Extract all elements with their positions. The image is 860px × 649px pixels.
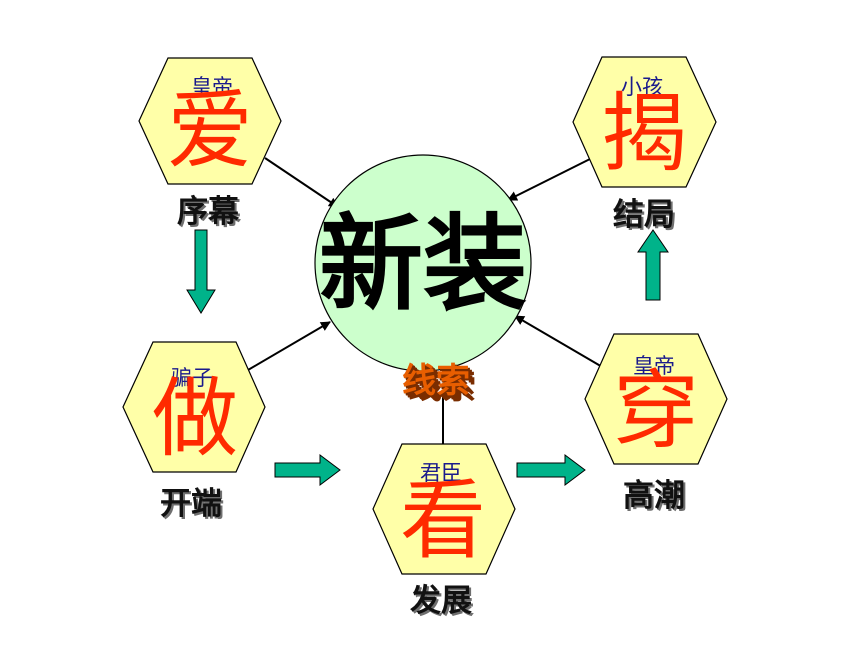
node-stage: 高潮 [623, 478, 685, 514]
node-stage: 开端 [160, 486, 222, 522]
svg-text:开端: 开端 [162, 488, 224, 524]
svg-text:高潮: 高潮 [625, 480, 687, 516]
flow-arrow-up [637, 229, 669, 301]
node-verb: 揭 [601, 84, 687, 184]
hexagon [372, 443, 516, 575]
node-stage: 结局 [613, 197, 675, 233]
svg-text:序幕: 序幕 [179, 196, 242, 232]
node-watch: 君臣 看 发展 发展 [372, 443, 516, 621]
svg-text:线索: 线索 [402, 361, 470, 401]
connector-wear-to-center [514, 315, 605, 369]
svg-text:线索: 线索 [404, 363, 472, 403]
node-stage: 序幕 [177, 194, 240, 230]
node-role: 皇帝 [633, 354, 675, 378]
node-stage: 发展 [409, 583, 472, 619]
node-role: 小孩 [621, 75, 663, 99]
svg-text:线索: 线索 [406, 365, 474, 405]
clue-label: 线索 线索 线索 线索 [402, 361, 476, 407]
svg-text:线索: 线索 [408, 367, 476, 407]
node-verb: 穿 [613, 361, 699, 461]
flow-arrow-right-1 [274, 454, 341, 486]
node-role: 骗子 [171, 366, 213, 390]
hexagon [572, 56, 717, 188]
center-title: 新装 [319, 203, 527, 325]
hexagon [138, 57, 282, 185]
node-verb: 看 [400, 471, 486, 571]
node-make: 骗子 做 开端 开端 [122, 341, 266, 524]
center-circle [314, 154, 532, 372]
svg-text:发展: 发展 [411, 585, 474, 621]
node-reveal: 小孩 揭 结局 结局 [572, 56, 717, 235]
connector-reveal-to-center [507, 157, 593, 201]
flow-arrow-down [186, 229, 216, 314]
svg-text:结局: 结局 [615, 199, 677, 235]
node-wear: 皇帝 穿 高潮 高潮 [584, 333, 728, 516]
hexagon [122, 341, 266, 473]
node-love: 皇帝 爱 序幕 序幕 [138, 57, 282, 232]
node-verb: 做 [152, 369, 238, 469]
connector-make-to-center [247, 321, 331, 371]
node-role: 皇帝 [191, 75, 233, 99]
hexagon [584, 333, 728, 465]
connector-love-to-center [264, 157, 339, 208]
flow-arrow-right-2 [516, 454, 586, 486]
node-role: 君臣 [420, 461, 462, 485]
node-verb: 爱 [167, 81, 253, 181]
